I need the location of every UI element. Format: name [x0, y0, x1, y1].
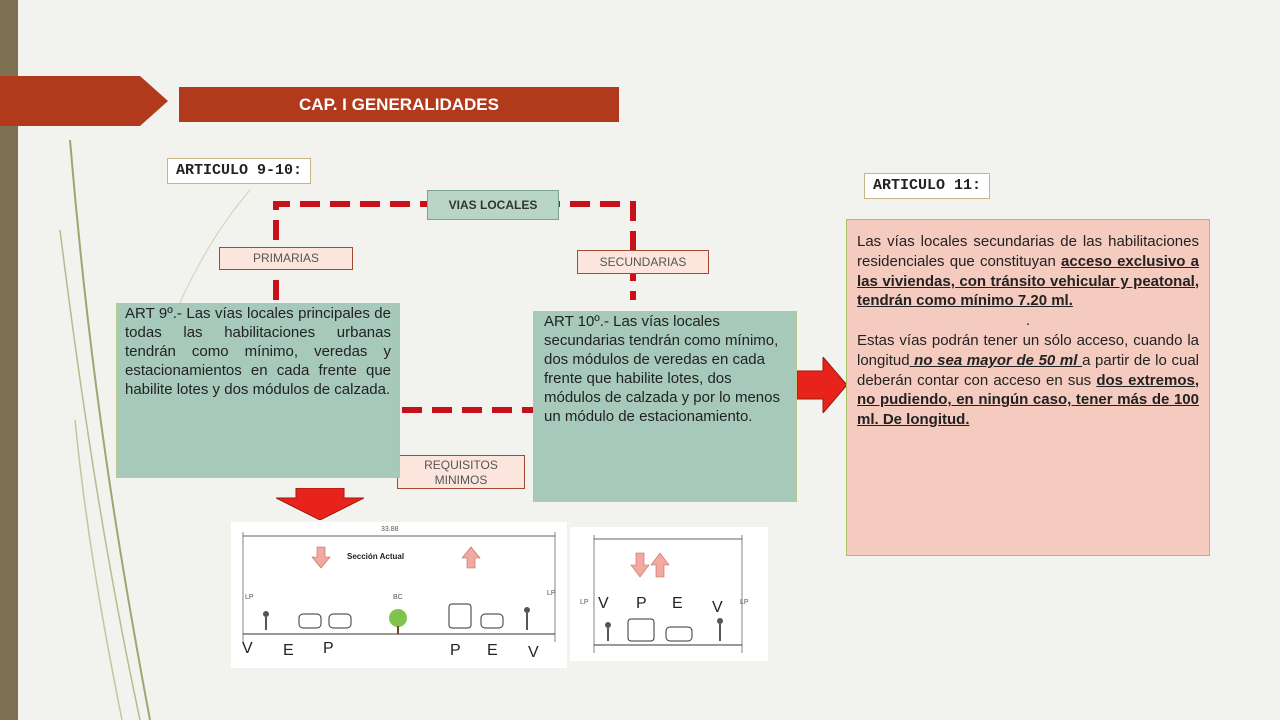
- primarias-label: PRIMARIAS: [219, 247, 353, 270]
- label-e1: E: [283, 642, 294, 659]
- requisitos-minimos-label: REQUISITOS MINIMOS: [397, 455, 525, 489]
- label-p1: P: [323, 640, 334, 657]
- down-arrow-icon: [276, 488, 364, 520]
- lp-right: LP: [547, 590, 556, 597]
- chapter-title: CAP. I GENERALIDADES: [179, 87, 619, 122]
- label-v1: V: [242, 640, 253, 657]
- art10-text: ART 10º.- Las vías locales secundarias t…: [544, 313, 780, 425]
- art11-dot: .: [1025, 312, 1031, 330]
- right-arrow-icon: [797, 357, 847, 413]
- lp-right-2: LP: [740, 599, 749, 606]
- section-title: Sección Actual: [347, 552, 405, 561]
- art10-text-box: ART 10º.- Las vías locales secundarias t…: [533, 311, 797, 502]
- secundarias-label: SECUNDARIAS: [577, 250, 709, 274]
- label-p2: P: [450, 642, 461, 659]
- arrow-banner-shape: [0, 76, 168, 126]
- lp-left-2: LP: [580, 599, 589, 606]
- road-section-drawing: [242, 532, 556, 642]
- label-v-r2: V: [712, 599, 723, 616]
- art11-text-box: Las vías locales secundarias de las habi…: [846, 219, 1210, 556]
- art11-p2b: no sea mayor de 50 ml: [909, 351, 1083, 369]
- art9-text: ART 9º.- Las vías locales principales de…: [125, 305, 391, 398]
- label-e2: E: [487, 642, 498, 659]
- art11-p2d: dos extremos, no pudiendo, en ningún cas…: [857, 371, 1199, 429]
- secondary-section-image: LP LP V P E V: [570, 527, 768, 661]
- bc-label: BC: [393, 594, 403, 601]
- art11-p2a: Estas vías podrán tener un sólo acceso, …: [857, 331, 1199, 369]
- section-width: 33.88: [381, 526, 399, 533]
- art11-p1b: acceso exclusivo a las viviendas, con tr…: [857, 252, 1199, 310]
- art11-p2c: a partir de lo cual deberán contar con a…: [857, 351, 1199, 389]
- label-v2: V: [528, 644, 539, 661]
- label-v-r1: V: [598, 595, 609, 612]
- art9-text-box: ART 9º.- Las vías locales principales de…: [116, 303, 400, 478]
- lp-left: LP: [245, 594, 254, 601]
- section-actual-image: 33.88 Sección Actual LP LP BC V E P P E …: [231, 522, 567, 668]
- vias-locales-label: VIAS LOCALES: [427, 190, 559, 220]
- secondary-road-drawing: [593, 535, 743, 653]
- article-11-label: ARTICULO 11:: [864, 173, 991, 199]
- label-p-r: P: [636, 595, 647, 612]
- article-9-10-label: ARTICULO 9-10:: [167, 158, 312, 184]
- left-decor-bar: [0, 0, 18, 720]
- label-e-r: E: [672, 595, 683, 612]
- art11-p1a: Las vías locales secundarias de las habi…: [857, 233, 1199, 270]
